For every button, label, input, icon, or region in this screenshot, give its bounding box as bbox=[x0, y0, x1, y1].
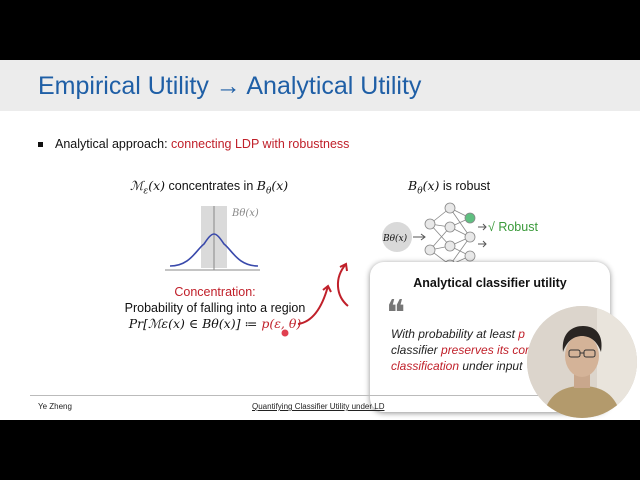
output-arrow-mid bbox=[478, 240, 487, 248]
bullet-text: Analytical approach: connecting LDP with… bbox=[55, 137, 349, 151]
robust-ball-arg: (x) bbox=[422, 178, 440, 193]
ball-subscript: θ bbox=[265, 186, 272, 197]
quote-line-1-text: With probability at least bbox=[391, 327, 519, 341]
mech-subscript: ε bbox=[143, 186, 149, 197]
bullet-marker bbox=[38, 142, 43, 147]
input-arrow bbox=[413, 233, 426, 241]
region-band bbox=[201, 206, 227, 268]
formula-rhs: p(ε, θ) bbox=[261, 316, 302, 331]
caption-text: concentrates in bbox=[165, 179, 257, 193]
network-input-label: Bθ(x) bbox=[382, 233, 408, 244]
robust-ball-subscript: θ bbox=[417, 186, 423, 197]
ball-arg: (x) bbox=[271, 178, 289, 193]
robust-caption: Bθ(x) is robust bbox=[408, 178, 490, 197]
mech-arg: (x) bbox=[148, 178, 166, 193]
input-node bbox=[382, 222, 412, 252]
quote-icon: ❝ bbox=[386, 293, 406, 334]
concentration-block: Concentration: Probability of falling in… bbox=[90, 284, 340, 332]
card-quote: With probability at least p classifier p… bbox=[391, 326, 601, 374]
robust-label: √ Robust bbox=[488, 220, 538, 234]
quote-line-3: classification under input bbox=[391, 358, 601, 374]
mech-symbol: ℳ bbox=[130, 178, 144, 193]
formula-lhs: Pr[ℳε(x) ∈ Bθ(x)] ≔ bbox=[128, 316, 262, 331]
footer-author: Ye Zheng bbox=[38, 402, 72, 411]
quote-line-2-highlight: preserves its cor bbox=[441, 343, 530, 357]
quote-line-3-highlight: classification bbox=[391, 359, 460, 373]
neural-network-icon bbox=[429, 207, 471, 266]
density-curve bbox=[169, 233, 259, 267]
title-bar: Empirical Utility → Analytical Utility bbox=[0, 60, 640, 111]
concentration-description: Probability of falling into a region bbox=[124, 301, 306, 315]
bullet-highlight: connecting LDP with robustness bbox=[171, 137, 350, 151]
ball-symbol: B bbox=[256, 178, 266, 193]
quote-line-1: With probability at least p bbox=[391, 326, 601, 342]
robust-caption-text: is robust bbox=[439, 179, 491, 193]
presenter-webcam bbox=[527, 306, 637, 418]
quote-line-2: classifier preserves its cor bbox=[391, 342, 601, 358]
concentration-formula: Pr[ℳε(x) ∈ Bθ(x)] ≔ p(ε, θ) bbox=[90, 316, 340, 332]
robust-ball-symbol: B bbox=[408, 178, 418, 193]
concentration-title: Concentration: bbox=[174, 285, 256, 299]
slide-title: Empirical Utility → Analytical Utility bbox=[38, 72, 422, 100]
quote-line-3-text: under input bbox=[459, 359, 523, 373]
bullet-prefix: Analytical approach: bbox=[55, 137, 172, 151]
network-nodes bbox=[424, 202, 476, 271]
quote-line-2-text: classifier bbox=[391, 343, 442, 357]
footer-paper-link[interactable]: Quantifying Classifier Utility under LD bbox=[252, 402, 385, 411]
quote-line-1-highlight: p bbox=[518, 327, 525, 341]
card-title: Analytical classifier utility bbox=[413, 276, 567, 290]
concentration-caption: ℳε(x) concentrates in Bθ(x) bbox=[130, 178, 288, 197]
footer-divider bbox=[30, 395, 610, 396]
output-arrow-top bbox=[478, 223, 487, 231]
presenter-avatar-icon bbox=[527, 306, 637, 418]
plot-region-label: Bθ(x) bbox=[231, 208, 259, 219]
curved-arrow-up-head bbox=[339, 262, 348, 272]
output-node-robust bbox=[464, 212, 476, 224]
